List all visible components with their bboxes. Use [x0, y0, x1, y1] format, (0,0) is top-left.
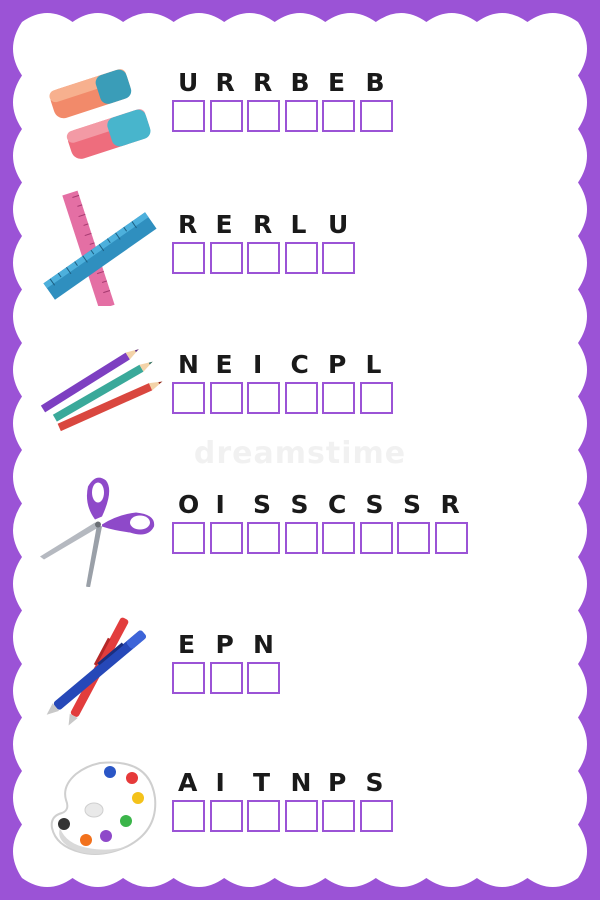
answer-boxes[interactable] [172, 662, 285, 694]
letter-box[interactable] [209, 522, 243, 554]
answer-boxes[interactable] [172, 522, 472, 554]
eraser-icon [49, 69, 151, 159]
letter-box[interactable] [209, 382, 243, 414]
letter-box[interactable] [359, 522, 393, 554]
pens-icon [46, 617, 146, 726]
letter-box[interactable] [434, 522, 468, 554]
answer-boxes[interactable] [172, 242, 360, 274]
letter-box[interactable] [209, 242, 243, 274]
scissors-icon [40, 477, 155, 587]
letter-box[interactable] [284, 800, 318, 832]
letter-box[interactable] [209, 800, 243, 832]
letter-box[interactable] [172, 662, 205, 694]
watermark: dreamstime [193, 436, 407, 471]
letter-box[interactable] [397, 522, 430, 554]
letter-box[interactable] [172, 522, 205, 554]
letter-box[interactable] [322, 522, 355, 554]
letter-box[interactable] [284, 242, 318, 274]
ruler-icon [43, 190, 157, 306]
letter-box[interactable] [284, 522, 318, 554]
letter-box[interactable] [247, 382, 280, 414]
answer-boxes[interactable] [172, 382, 397, 414]
letter-box[interactable] [322, 800, 355, 832]
letter-box[interactable] [322, 382, 355, 414]
letter-box[interactable] [359, 100, 393, 132]
letter-box[interactable] [247, 522, 280, 554]
letter-box[interactable] [172, 382, 205, 414]
letter-box[interactable] [247, 662, 280, 694]
letter-box[interactable] [247, 242, 280, 274]
letter-box[interactable] [247, 100, 280, 132]
letter-box[interactable] [209, 662, 243, 694]
letter-box[interactable] [209, 100, 243, 132]
letter-box[interactable] [359, 382, 393, 414]
answer-boxes[interactable] [172, 100, 397, 132]
letter-box[interactable] [284, 382, 318, 414]
palette-icon [50, 761, 157, 855]
answer-boxes[interactable] [172, 800, 397, 832]
letter-box[interactable] [284, 100, 318, 132]
letter-box[interactable] [172, 242, 205, 274]
letter-box[interactable] [359, 800, 393, 832]
letter-box[interactable] [172, 100, 205, 132]
letter-box[interactable] [322, 242, 355, 274]
pencils-icon [40, 349, 163, 432]
letter-box[interactable] [247, 800, 280, 832]
letter-box[interactable] [322, 100, 355, 132]
letter-box[interactable] [172, 800, 205, 832]
